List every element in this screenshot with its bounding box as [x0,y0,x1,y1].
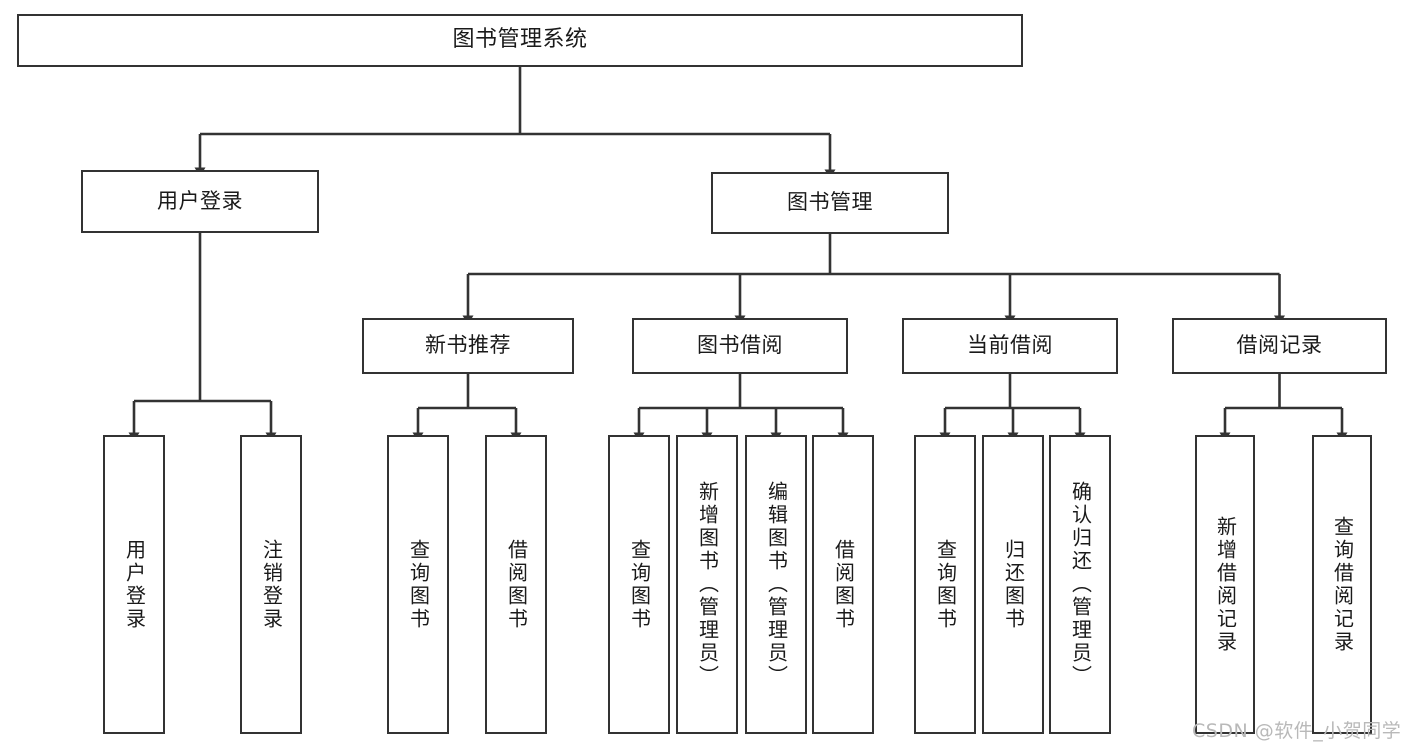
node-box-l-login: 用户登录 [103,435,165,734]
node-label-borrow: 图书借阅 [697,333,783,358]
node-label-l-qrec: 查询借阅记录 [1330,515,1355,654]
node-label-l-return: 归还图书 [1001,538,1026,631]
node-label-history: 借阅记录 [1236,333,1323,358]
node-label-current: 当前借阅 [967,333,1053,358]
node-box-l-bbook1: 借阅图书 [485,435,547,734]
node-label-l-qbook2: 查询图书 [627,538,652,631]
node-box-l-logout: 注销登录 [240,435,302,734]
node-box-l-return: 归还图书 [982,435,1044,734]
node-label-l-qbook3: 查询图书 [933,538,958,631]
node-label-l-confirm: 确认归还（管理员） [1068,481,1093,688]
node-label-l-editbook: 编辑图书（管理员） [764,481,789,688]
node-box-newrec: 新书推荐 [362,318,574,374]
node-box-l-bbook2: 借阅图书 [812,435,874,734]
node-label-l-addbook: 新增图书（管理员） [695,481,720,688]
node-box-l-qbook1: 查询图书 [387,435,449,734]
node-label-root: 图书管理系统 [452,27,588,53]
node-box-borrow: 图书借阅 [632,318,848,374]
node-box-bookmgmt: 图书管理 [711,172,949,234]
node-box-root: 图书管理系统 [17,14,1023,67]
node-box-l-qbook2: 查询图书 [608,435,670,734]
edge-group [128,67,1348,442]
node-box-login: 用户登录 [81,170,319,233]
node-box-l-addbook: 新增图书（管理员） [676,435,738,734]
node-box-l-qbook3: 查询图书 [914,435,976,734]
node-label-l-bbook2: 借阅图书 [831,538,856,631]
node-label-newrec: 新书推荐 [425,333,511,358]
node-box-l-addrec: 新增借阅记录 [1195,435,1255,734]
node-label-l-addrec: 新增借阅记录 [1213,515,1238,654]
node-label-login: 用户登录 [157,188,243,213]
node-label-l-login: 用户登录 [122,538,147,631]
node-box-l-qrec: 查询借阅记录 [1312,435,1372,734]
node-label-l-logout: 注销登录 [259,538,284,631]
node-box-l-editbook: 编辑图书（管理员） [745,435,807,734]
node-label-bookmgmt: 图书管理 [787,190,873,215]
node-box-history: 借阅记录 [1172,318,1387,374]
node-label-l-bbook1: 借阅图书 [504,538,529,631]
node-label-l-qbook1: 查询图书 [406,538,431,631]
node-box-current: 当前借阅 [902,318,1118,374]
node-box-l-confirm: 确认归还（管理员） [1049,435,1111,734]
